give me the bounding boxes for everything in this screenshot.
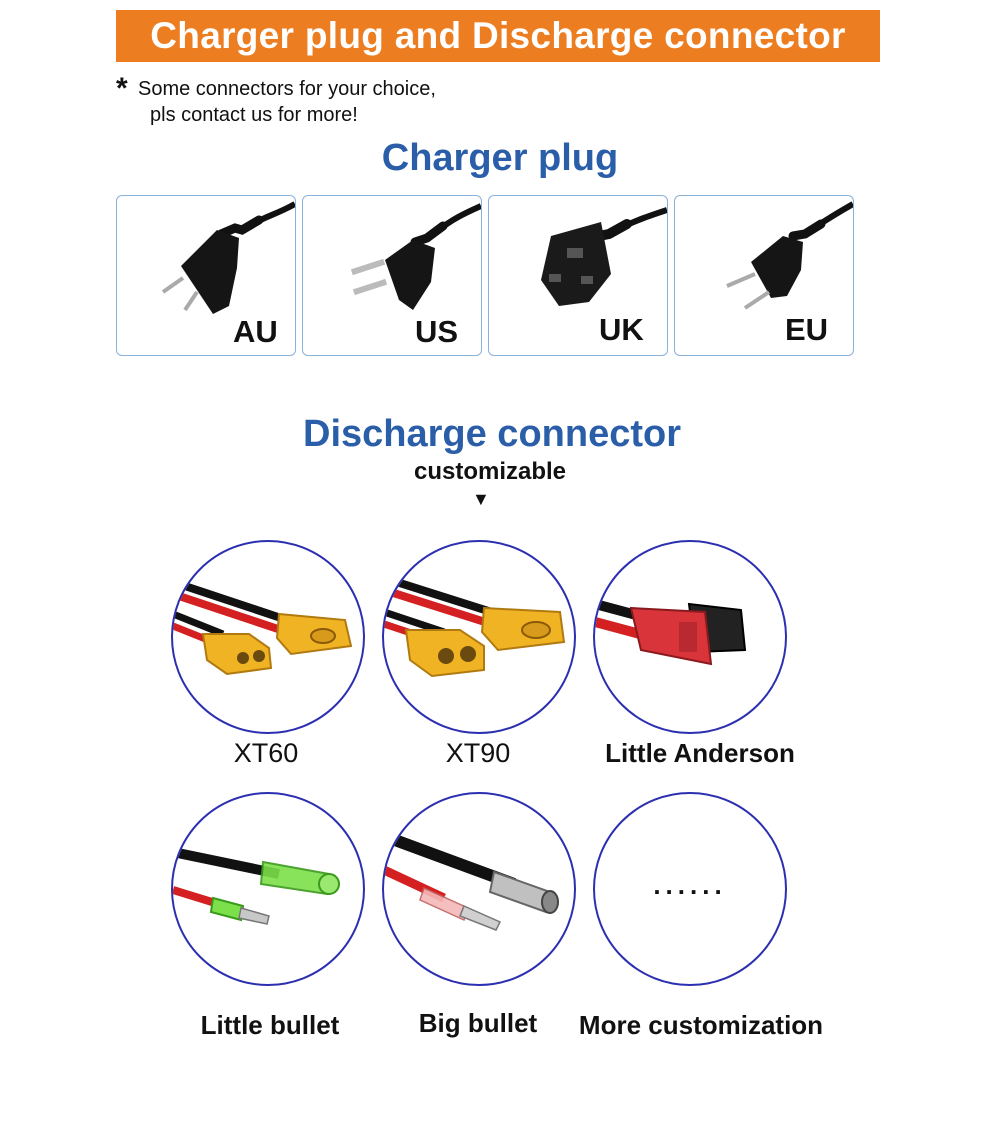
us-plug-icon bbox=[350, 203, 481, 310]
down-arrow-icon: ▼ bbox=[472, 489, 490, 509]
connector-label-little-bullet: Little bullet bbox=[200, 1010, 340, 1040]
discharge-connector-title: Discharge connector bbox=[303, 413, 681, 455]
connector-label-anderson: Little Anderson bbox=[605, 738, 795, 768]
plug-label-eu: EU bbox=[785, 312, 829, 347]
connector-circle-big-bullet bbox=[382, 792, 576, 986]
connector-circle-anderson bbox=[593, 540, 787, 734]
plug-card-au: AU bbox=[116, 195, 296, 356]
connector-label-more: More customization bbox=[578, 1010, 824, 1040]
connector-label-big-bullet: Big bullet bbox=[418, 1008, 538, 1038]
connector-circle-little-bullet bbox=[171, 792, 365, 986]
more-icon: ...... bbox=[653, 870, 727, 900]
connector-label-xt60: XT60 bbox=[233, 738, 299, 768]
charger-plug-title: Charger plug bbox=[381, 137, 619, 179]
big-bullet-connector-icon bbox=[384, 830, 559, 931]
note-text: Some connectors for your choice, pls con… bbox=[138, 76, 436, 128]
note-line-2: pls contact us for more! bbox=[150, 104, 358, 126]
plug-card-eu: EU bbox=[674, 195, 854, 356]
connector-label-xt90: XT90 bbox=[445, 738, 511, 768]
eu-plug-icon bbox=[726, 201, 853, 310]
uk-plug-icon bbox=[541, 207, 667, 306]
au-plug-icon bbox=[161, 201, 295, 314]
plug-label-au: AU bbox=[233, 314, 278, 349]
plug-label-uk: UK bbox=[599, 312, 644, 347]
little-bullet-connector-icon bbox=[173, 847, 340, 925]
xt60-connector-icon bbox=[173, 578, 353, 676]
connector-circle-xt60 bbox=[171, 540, 365, 734]
plug-card-us: US bbox=[302, 195, 482, 356]
page-banner: Charger plug and Discharge connector bbox=[116, 10, 880, 62]
connector-circle-xt90 bbox=[382, 540, 576, 734]
xt90-connector-icon bbox=[384, 574, 566, 678]
plug-card-uk: UK bbox=[488, 195, 668, 356]
customizable-label: customizable bbox=[413, 458, 567, 485]
note-line-1: Some connectors for your choice, bbox=[138, 78, 436, 100]
note-asterisk: * bbox=[116, 72, 128, 105]
plug-label-us: US bbox=[415, 314, 459, 349]
connector-circle-more: ...... bbox=[593, 792, 787, 986]
anderson-connector-icon bbox=[595, 599, 747, 666]
